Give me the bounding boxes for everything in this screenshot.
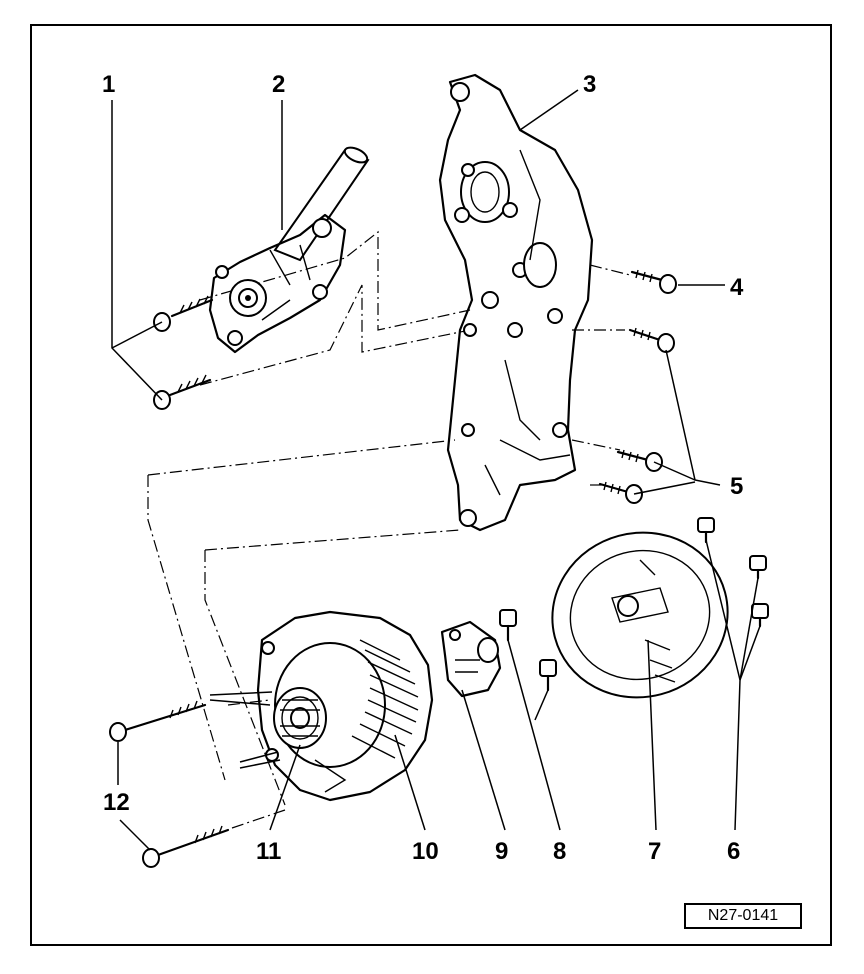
- tensioner-assembly: [208, 146, 370, 354]
- leader-lines: [111, 89, 761, 851]
- callout-12: 12: [103, 789, 130, 816]
- figure-reference-box: N27-0141: [684, 903, 802, 929]
- callout-labels: 1 2 3 4 5 6 7 8 9 10 11 12: [102, 71, 744, 865]
- callout-7: 7: [648, 838, 661, 865]
- callout-8: 8: [553, 838, 566, 865]
- regulator-screws: [499, 609, 557, 692]
- callout-2: 2: [272, 71, 285, 98]
- alternator-bolts: [109, 700, 230, 868]
- alternator-bracket: [438, 73, 594, 532]
- callout-4: 4: [730, 274, 744, 301]
- voltage-regulator: [440, 620, 502, 698]
- alternator: [256, 610, 434, 802]
- assembly-lines: [147, 230, 631, 829]
- callout-6: 6: [727, 838, 740, 865]
- callout-10: 10: [412, 838, 439, 865]
- callout-5: 5: [730, 473, 743, 500]
- tensioner-bolts: [153, 295, 214, 410]
- bracket-bolts: [598, 269, 677, 504]
- callout-3: 3: [583, 71, 596, 98]
- callout-1: 1: [102, 71, 115, 98]
- callout-11: 11: [256, 838, 281, 865]
- diagram-frame: [30, 24, 832, 946]
- callout-9: 9: [495, 838, 508, 865]
- protective-cap: [551, 531, 729, 699]
